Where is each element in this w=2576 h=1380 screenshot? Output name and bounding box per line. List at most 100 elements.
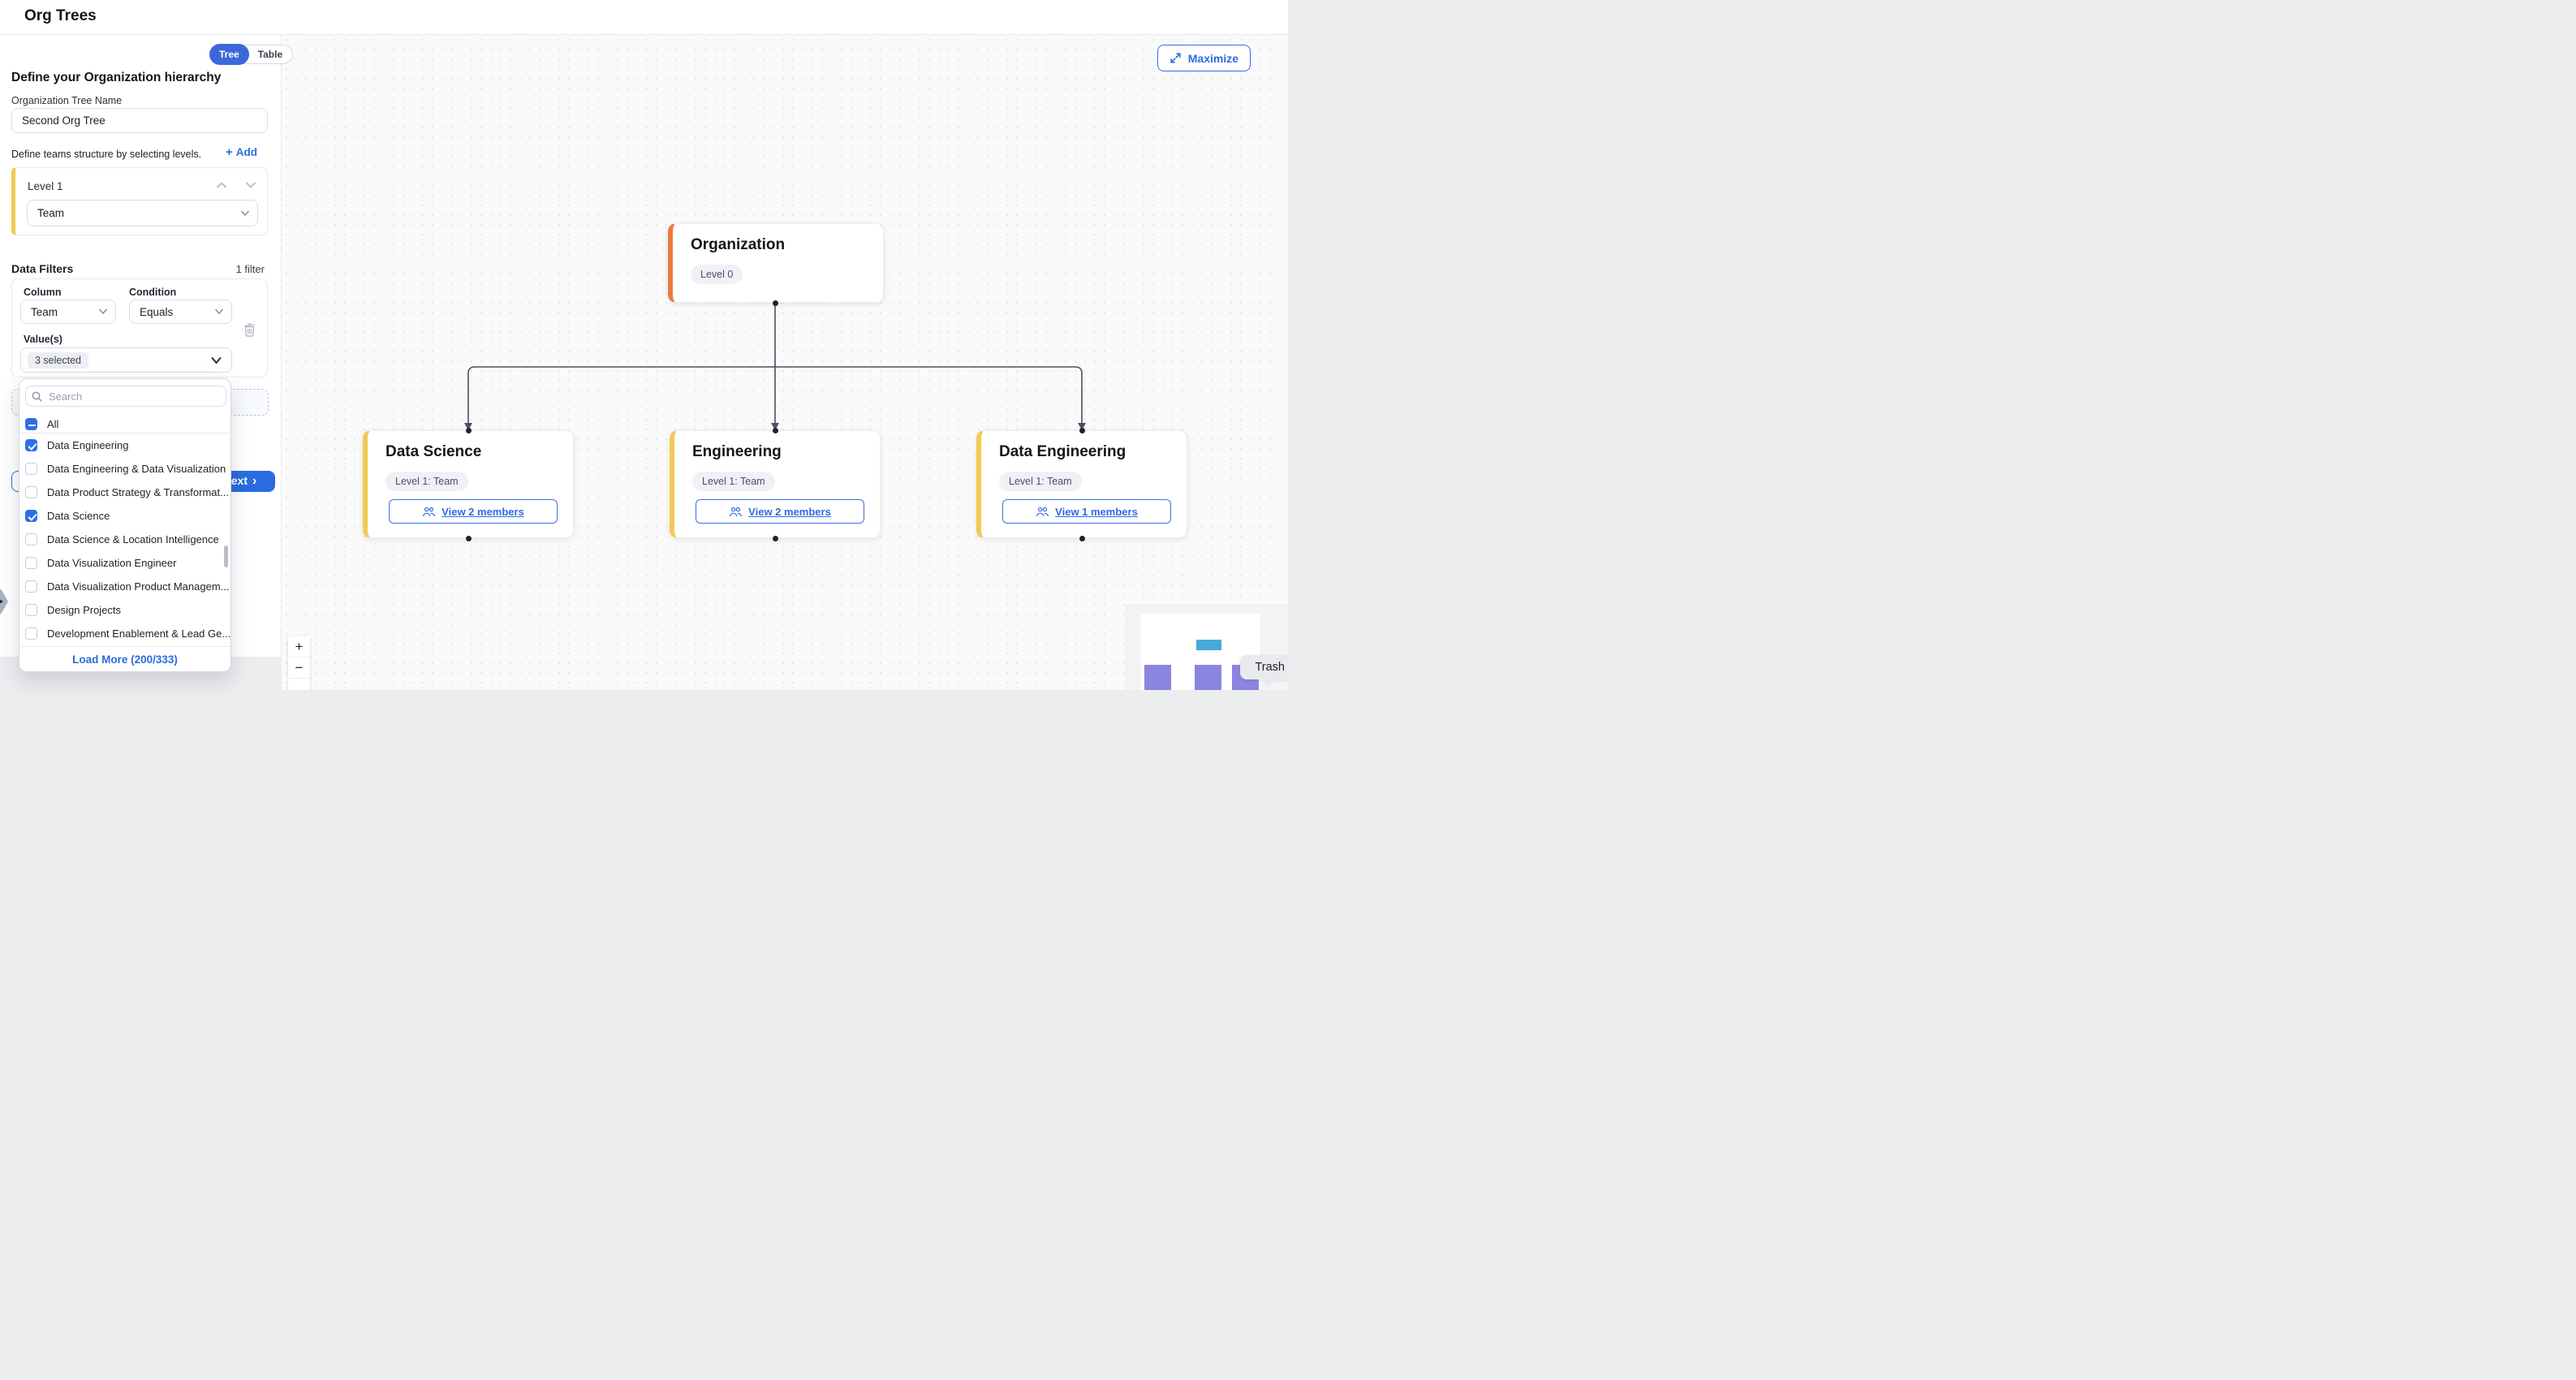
option-row[interactable]: Data Engineering — [19, 433, 230, 457]
option-row[interactable]: Data Science & Location Intelligence — [19, 528, 230, 551]
option-row[interactable]: Design Projects — [19, 598, 230, 622]
connector-handle — [1079, 535, 1085, 541]
chevron-down-icon[interactable] — [246, 182, 256, 188]
option-checkbox[interactable] — [25, 627, 37, 640]
node-level-badge: Level 1: Team — [692, 472, 775, 491]
level-title: Level 1 — [28, 180, 63, 192]
org-node-root[interactable]: Organization Level 0 — [668, 223, 884, 303]
option-label: Data Visualization Engineer — [47, 557, 177, 569]
levels-hint: Define teams structure by selecting leve… — [11, 149, 202, 160]
scrollbar-thumb[interactable] — [224, 546, 228, 567]
view-toggle: Tree Table — [209, 44, 294, 65]
option-row[interactable]: Data Visualization Product Managem... — [19, 575, 230, 598]
option-row[interactable]: Data Science — [19, 504, 230, 528]
select-all-checkbox[interactable] — [25, 418, 37, 430]
connector-handle — [465, 535, 472, 541]
add-level-button[interactable]: +Add — [225, 145, 257, 159]
page-title: Org Trees — [24, 7, 97, 24]
node-level-badge: Level 1: Team — [386, 472, 468, 491]
org-tree-canvas[interactable]: Maximize Organization Level 0 Data Scien… — [282, 35, 1288, 690]
node-title: Engineering — [692, 443, 782, 460]
option-checkbox[interactable] — [25, 533, 37, 546]
members-icon — [423, 507, 436, 516]
node-level-badge: Level 1: Team — [999, 472, 1082, 491]
view-members-label: View 2 members — [748, 505, 831, 518]
option-checkbox[interactable] — [25, 604, 37, 616]
tree-name-input[interactable] — [11, 108, 268, 133]
view-members-button[interactable]: View 2 members — [389, 499, 558, 524]
sidebar-heading: Define your Organization hierarchy — [11, 71, 222, 84]
option-checkbox[interactable] — [25, 510, 37, 522]
select-all-label: All — [47, 418, 59, 430]
search-icon — [32, 391, 42, 402]
chevron-right-icon: › — [252, 474, 257, 488]
tree-name-label: Organization Tree Name — [11, 95, 123, 106]
chevron-down-icon — [99, 308, 107, 315]
condition-label: Condition — [129, 287, 177, 298]
option-checkbox[interactable] — [25, 463, 37, 475]
chevron-up-icon[interactable] — [217, 182, 226, 188]
minimap-viewport — [1141, 614, 1260, 690]
option-checkbox[interactable] — [25, 439, 37, 451]
connector-handle — [772, 535, 778, 541]
trash-tooltip-label: Trash — [1255, 661, 1285, 674]
level-type-select[interactable]: Team — [27, 200, 258, 226]
view-members-label: View 2 members — [442, 505, 524, 518]
option-label: Data Product Strategy & Transformat... — [47, 486, 229, 498]
app-header: Org Trees — [0, 0, 1288, 35]
delete-filter-icon[interactable] — [243, 323, 256, 337]
chevron-down-icon — [241, 210, 249, 216]
values-label: Value(s) — [24, 334, 62, 345]
level-card: Level 1 Team — [11, 167, 268, 235]
view-members-button[interactable]: View 1 members — [1002, 499, 1171, 524]
sidebar-panel: Tree Table Define your Organization hier… — [0, 35, 294, 672]
minimap-child-node — [1195, 665, 1221, 690]
node-title: Data Engineering — [999, 443, 1126, 460]
filter-count: 1 filter — [235, 263, 265, 275]
column-select[interactable]: Team — [20, 300, 116, 324]
node-title: Data Science — [386, 443, 482, 460]
zoom-in-button[interactable]: + — [288, 636, 310, 658]
data-filters-heading: Data Filters — [11, 262, 74, 275]
option-checkbox[interactable] — [25, 557, 37, 569]
filter-card: Column Condition Team Equals Value(s) 3 … — [11, 278, 268, 377]
view-members-button[interactable]: View 2 members — [696, 499, 864, 524]
maximize-icon — [1170, 53, 1181, 63]
select-all-row[interactable]: All — [19, 412, 230, 436]
fit-view-button[interactable] — [288, 679, 310, 690]
option-checkbox[interactable] — [25, 486, 37, 498]
column-value: Team — [31, 305, 58, 318]
org-node-child[interactable]: Data Science Level 1: Team View 2 member… — [363, 430, 574, 538]
connector-handle — [772, 427, 778, 433]
tree-edges — [464, 303, 1086, 430]
selected-count-chip: 3 selected — [28, 351, 88, 369]
option-row[interactable]: Data Visualization Engineer — [19, 551, 230, 575]
option-label: Development Enablement & Lead Ge... — [47, 627, 230, 640]
option-label: Data Engineering — [47, 439, 129, 451]
condition-select[interactable]: Equals — [129, 300, 232, 324]
zoom-out-button[interactable]: − — [288, 658, 310, 679]
option-row[interactable]: Data Product Strategy & Transformat... — [19, 481, 230, 504]
search-input[interactable] — [25, 386, 226, 407]
org-node-child[interactable]: Engineering Level 1: Team View 2 members — [670, 430, 881, 538]
column-label: Column — [24, 287, 62, 298]
sidebar-collapse-handle[interactable] — [0, 584, 8, 619]
values-multiselect[interactable]: 3 selected — [20, 347, 232, 373]
zoom-controls: + − — [288, 636, 310, 690]
load-more-button[interactable]: Load More (200/333) — [19, 646, 230, 671]
node-title: Organization — [691, 236, 786, 253]
option-row[interactable]: Development Enablement & Lead Ge... — [19, 622, 230, 645]
option-row[interactable]: Data Engineering & Data Visualization — [19, 457, 230, 481]
maximize-button[interactable]: Maximize — [1157, 45, 1251, 71]
plus-icon: + — [225, 145, 233, 159]
option-checkbox[interactable] — [25, 580, 37, 593]
toggle-table[interactable]: Table — [257, 49, 283, 60]
connector-handle — [1079, 427, 1085, 433]
minimap-child-node — [1144, 665, 1171, 690]
option-label: Design Projects — [47, 604, 122, 616]
connector-handle — [465, 427, 472, 433]
toggle-tree[interactable]: Tree — [209, 44, 249, 65]
org-node-child[interactable]: Data Engineering Level 1: Team View 1 me… — [976, 430, 1187, 538]
view-members-label: View 1 members — [1055, 505, 1138, 518]
